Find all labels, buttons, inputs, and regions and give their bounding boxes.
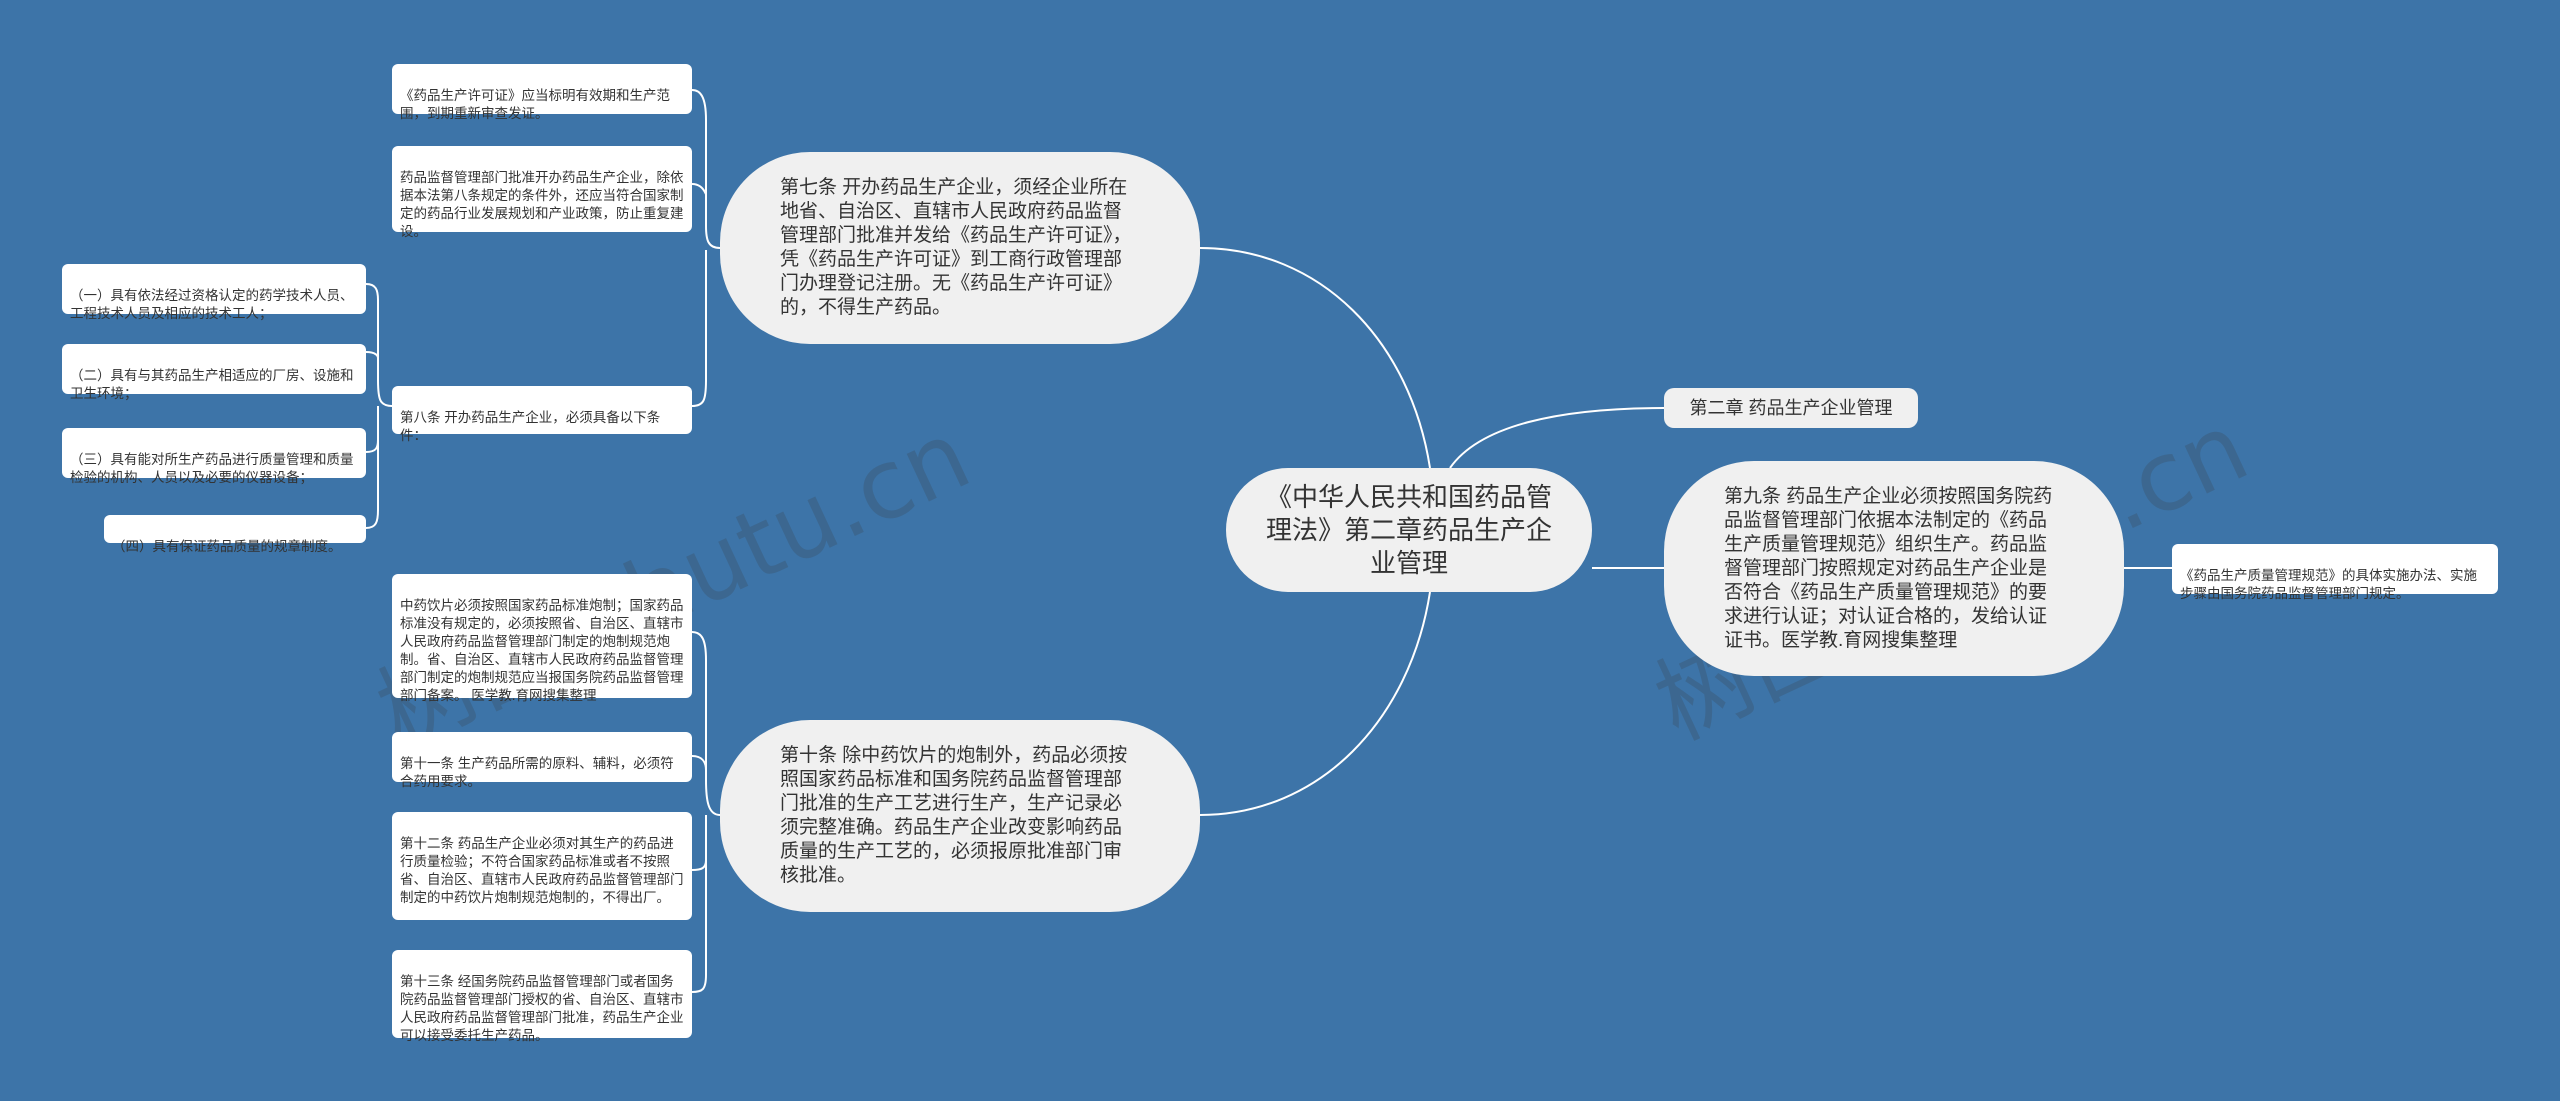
detail-article-13[interactable]: 第十三条 经国务院药品监督管理部门或者国务院药品监督管理部门授权的省、自治区、直… — [392, 950, 692, 1043]
detail-article-12[interactable]: 第十二条 药品生产企业必须对其生产的药品进行质量检验；不符合国家药品标准或者不按… — [392, 812, 692, 920]
detail-label: （三）具有能对所生产药品进行质量管理和质量检验的机构、人员以及必要的仪器设备； — [70, 452, 354, 485]
detail-label: （一）具有依法经过资格认定的药学技术人员、工程技术人员及相应的技术工人； — [70, 288, 354, 321]
chapter-node[interactable]: 第二章 药品生产企业管理 — [1664, 388, 1918, 428]
chapter-label: 第二章 药品生产企业管理 — [1689, 398, 1893, 418]
topic-article-7[interactable]: 第七条 开办药品生产企业，须经企业所在地省、自治区、直辖市人民政府药品监督管理部… — [720, 152, 1200, 344]
topic-article-9-label: 第九条 药品生产企业必须按照国务院药品监督管理部门依据本法制定的《药品生产质量管… — [1724, 485, 2053, 651]
detail-label: 《药品生产许可证》应当标明有效期和生产范围，到期重新审查发证。 — [400, 88, 670, 121]
detail-article-11[interactable]: 第十一条 生产药品所需的原料、辅料，必须符合药用要求。 — [392, 732, 692, 789]
detail-art7-license[interactable]: 《药品生产许可证》应当标明有效期和生产范围，到期重新审查发证。 — [392, 64, 692, 121]
detail-label: 第十二条 药品生产企业必须对其生产的药品进行质量检验；不符合国家药品标准或者不按… — [400, 836, 684, 905]
topic-article-7-label: 第七条 开办药品生产企业，须经企业所在地省、自治区、直辖市人民政府药品监督管理部… — [780, 177, 1132, 318]
detail-label: 药品监督管理部门批准开办药品生产企业，除依据本法第八条规定的条件外，还应当符合国… — [400, 170, 684, 239]
topic-article-9[interactable]: 第九条 药品生产企业必须按照国务院药品监督管理部门依据本法制定的《药品生产质量管… — [1664, 461, 2124, 676]
detail-article-8[interactable]: 第八条 开办药品生产企业，必须具备以下条件： — [392, 386, 692, 443]
central-topic[interactable]: 《中华人民共和国药品管理法》第二章药品生产企业管理 — [1226, 468, 1592, 592]
detail-art8-condition-3[interactable]: （三）具有能对所生产药品进行质量管理和质量检验的机构、人员以及必要的仪器设备； — [62, 428, 366, 485]
central-topic-label: 《中华人民共和国药品管理法》第二章药品生产企业管理 — [1265, 481, 1552, 578]
topic-article-10-label: 第十条 除中药饮片的炮制外，药品必须按照国家药品标准和国务院药品监督管理部门批准… — [780, 745, 1128, 886]
detail-label: 第十一条 生产药品所需的原料、辅料，必须符合药用要求。 — [400, 756, 674, 789]
detail-art7-approval[interactable]: 药品监督管理部门批准开办药品生产企业，除依据本法第八条规定的条件外，还应当符合国… — [392, 146, 692, 239]
detail-art8-condition-4[interactable]: （四）具有保证药品质量的规章制度。 — [104, 515, 366, 554]
detail-label: 第十三条 经国务院药品监督管理部门或者国务院药品监督管理部门授权的省、自治区、直… — [400, 974, 684, 1043]
topic-article-10[interactable]: 第十条 除中药饮片的炮制外，药品必须按照国家药品标准和国务院药品监督管理部门批准… — [720, 720, 1200, 912]
detail-art10-herbal[interactable]: 中药饮片必须按照国家药品标准炮制；国家药品标准没有规定的，必须按照省、自治区、直… — [392, 574, 692, 703]
detail-label: （二）具有与其药品生产相适应的厂房、设施和卫生环境； — [70, 368, 354, 401]
detail-label: 《药品生产质量管理规范》的具体实施办法、实施步骤由国务院药品监督管理部门规定。 — [2180, 568, 2477, 601]
detail-art8-condition-1[interactable]: （一）具有依法经过资格认定的药学技术人员、工程技术人员及相应的技术工人； — [62, 264, 366, 321]
detail-art8-condition-2[interactable]: （二）具有与其药品生产相适应的厂房、设施和卫生环境； — [62, 344, 366, 401]
detail-label: 第八条 开办药品生产企业，必须具备以下条件： — [400, 410, 661, 443]
detail-art9-gmp[interactable]: 《药品生产质量管理规范》的具体实施办法、实施步骤由国务院药品监督管理部门规定。 — [2172, 544, 2498, 601]
detail-label: （四）具有保证药品质量的规章制度。 — [112, 539, 342, 554]
detail-label: 中药饮片必须按照国家药品标准炮制；国家药品标准没有规定的，必须按照省、自治区、直… — [400, 598, 684, 703]
